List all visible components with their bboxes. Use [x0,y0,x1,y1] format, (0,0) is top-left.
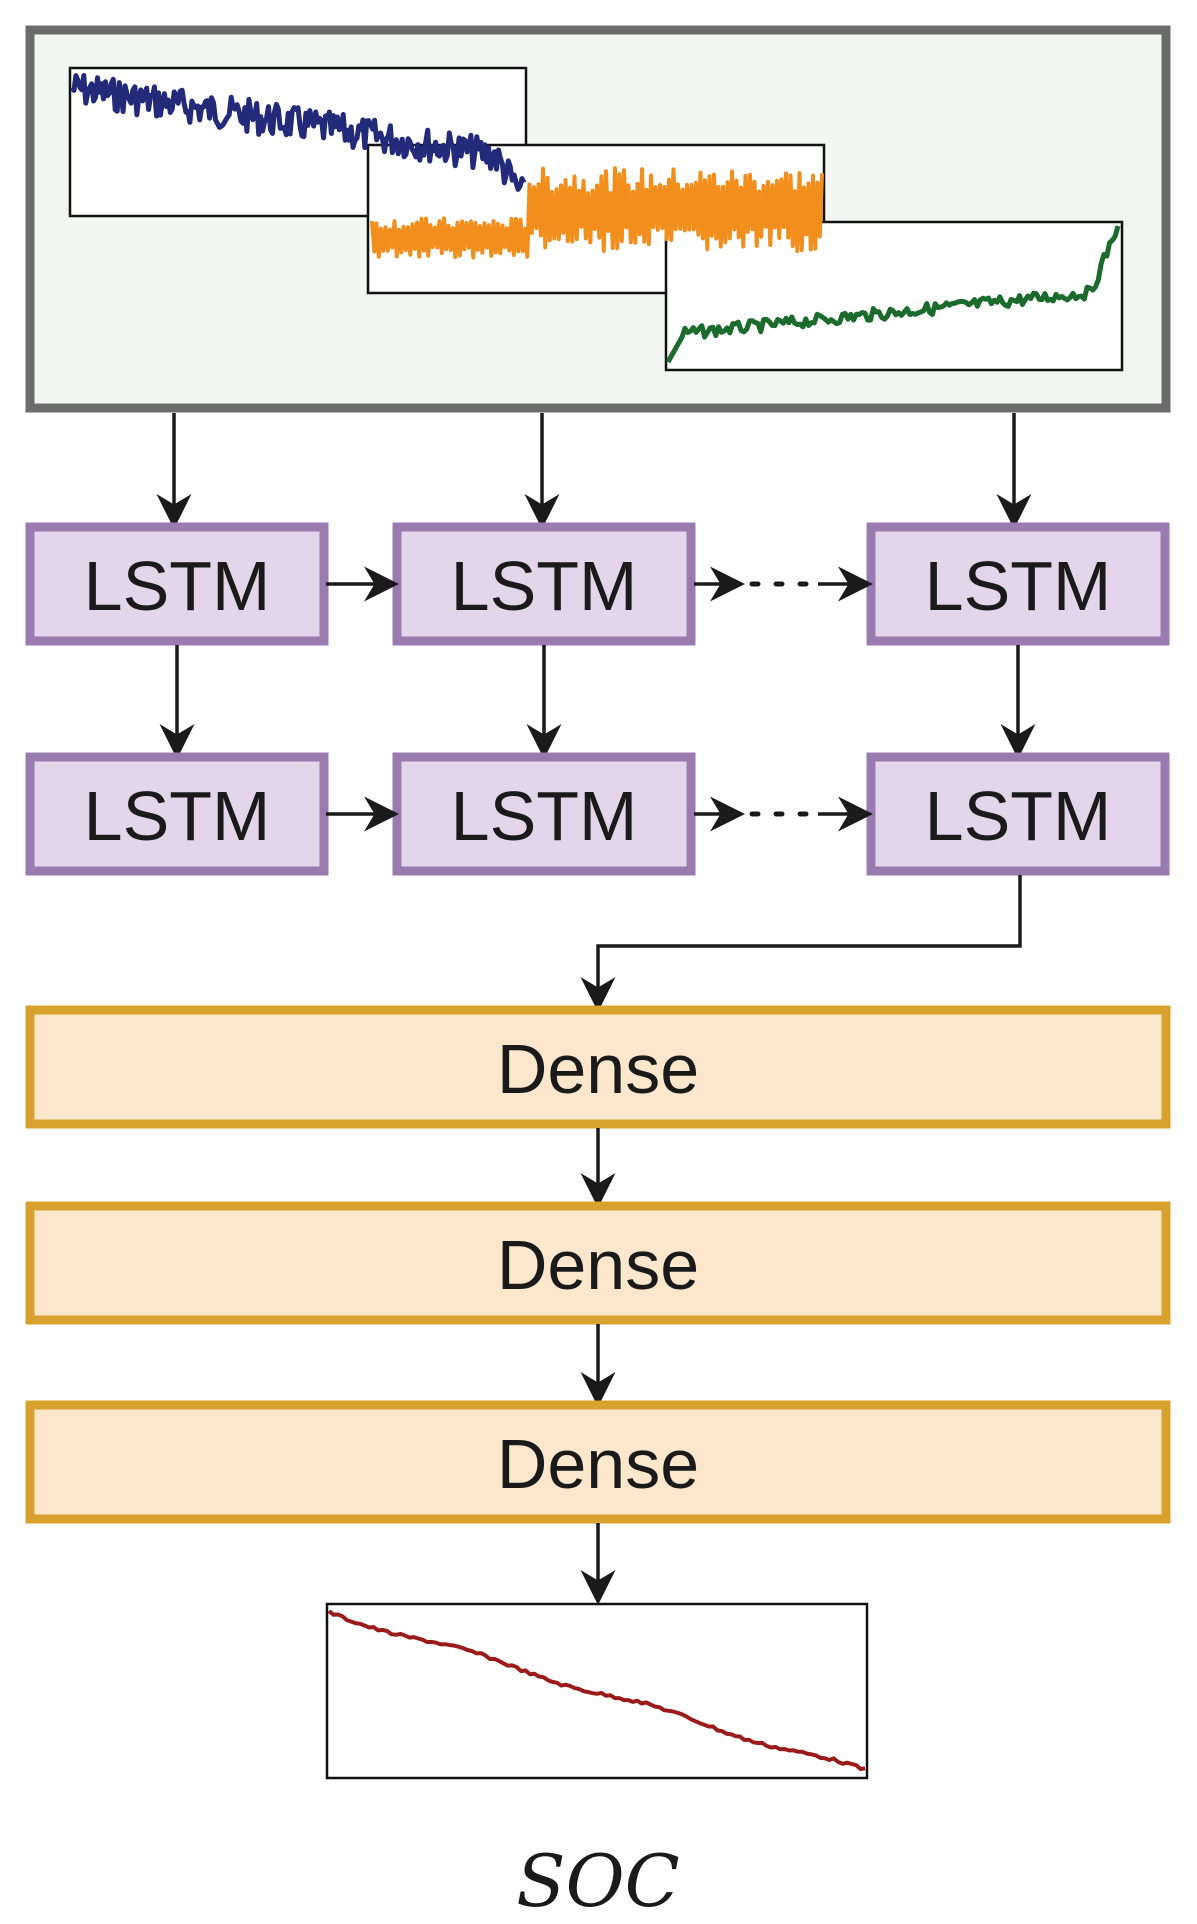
lstm-cell-1-3 [866,522,1170,646]
output-plot-frame [325,1602,869,1780]
dense-layer-3 [25,1400,1171,1524]
lstm-cell-2-1 [25,752,329,876]
dense-layer-2-label: Dense [497,1226,699,1304]
lstm-cell-2-3-label: LSTM [925,777,1112,855]
lstm-cell-2-1-label: LSTM [84,777,271,855]
output-label: SOC [516,1839,679,1923]
dense-layer-1-label: Dense [497,1030,699,1108]
dense-layer-3-label: Dense [497,1425,699,1503]
lstm-cell-1-1-label: LSTM [84,547,271,625]
lstm-cell-1-2 [392,522,696,646]
dense-layer-2 [25,1201,1171,1325]
lstm-cell-1-2-label: LSTM [451,547,638,625]
lstm-cell-1-3-label: LSTM [925,547,1112,625]
dense-layer-1 [25,1005,1171,1129]
lstm-cell-2-3 [866,752,1170,876]
lstm-cell-2-2 [392,752,696,876]
output-soc-line [327,1609,866,1771]
signal-line-1 [69,73,527,192]
lstm-cell-2-2-label: LSTM [451,777,638,855]
arrow-lstm-to-dense [580,875,1022,1012]
signal-line-3 [665,225,1121,364]
signal-line-2 [370,166,824,260]
lstm-cell-1-1 [25,522,329,646]
